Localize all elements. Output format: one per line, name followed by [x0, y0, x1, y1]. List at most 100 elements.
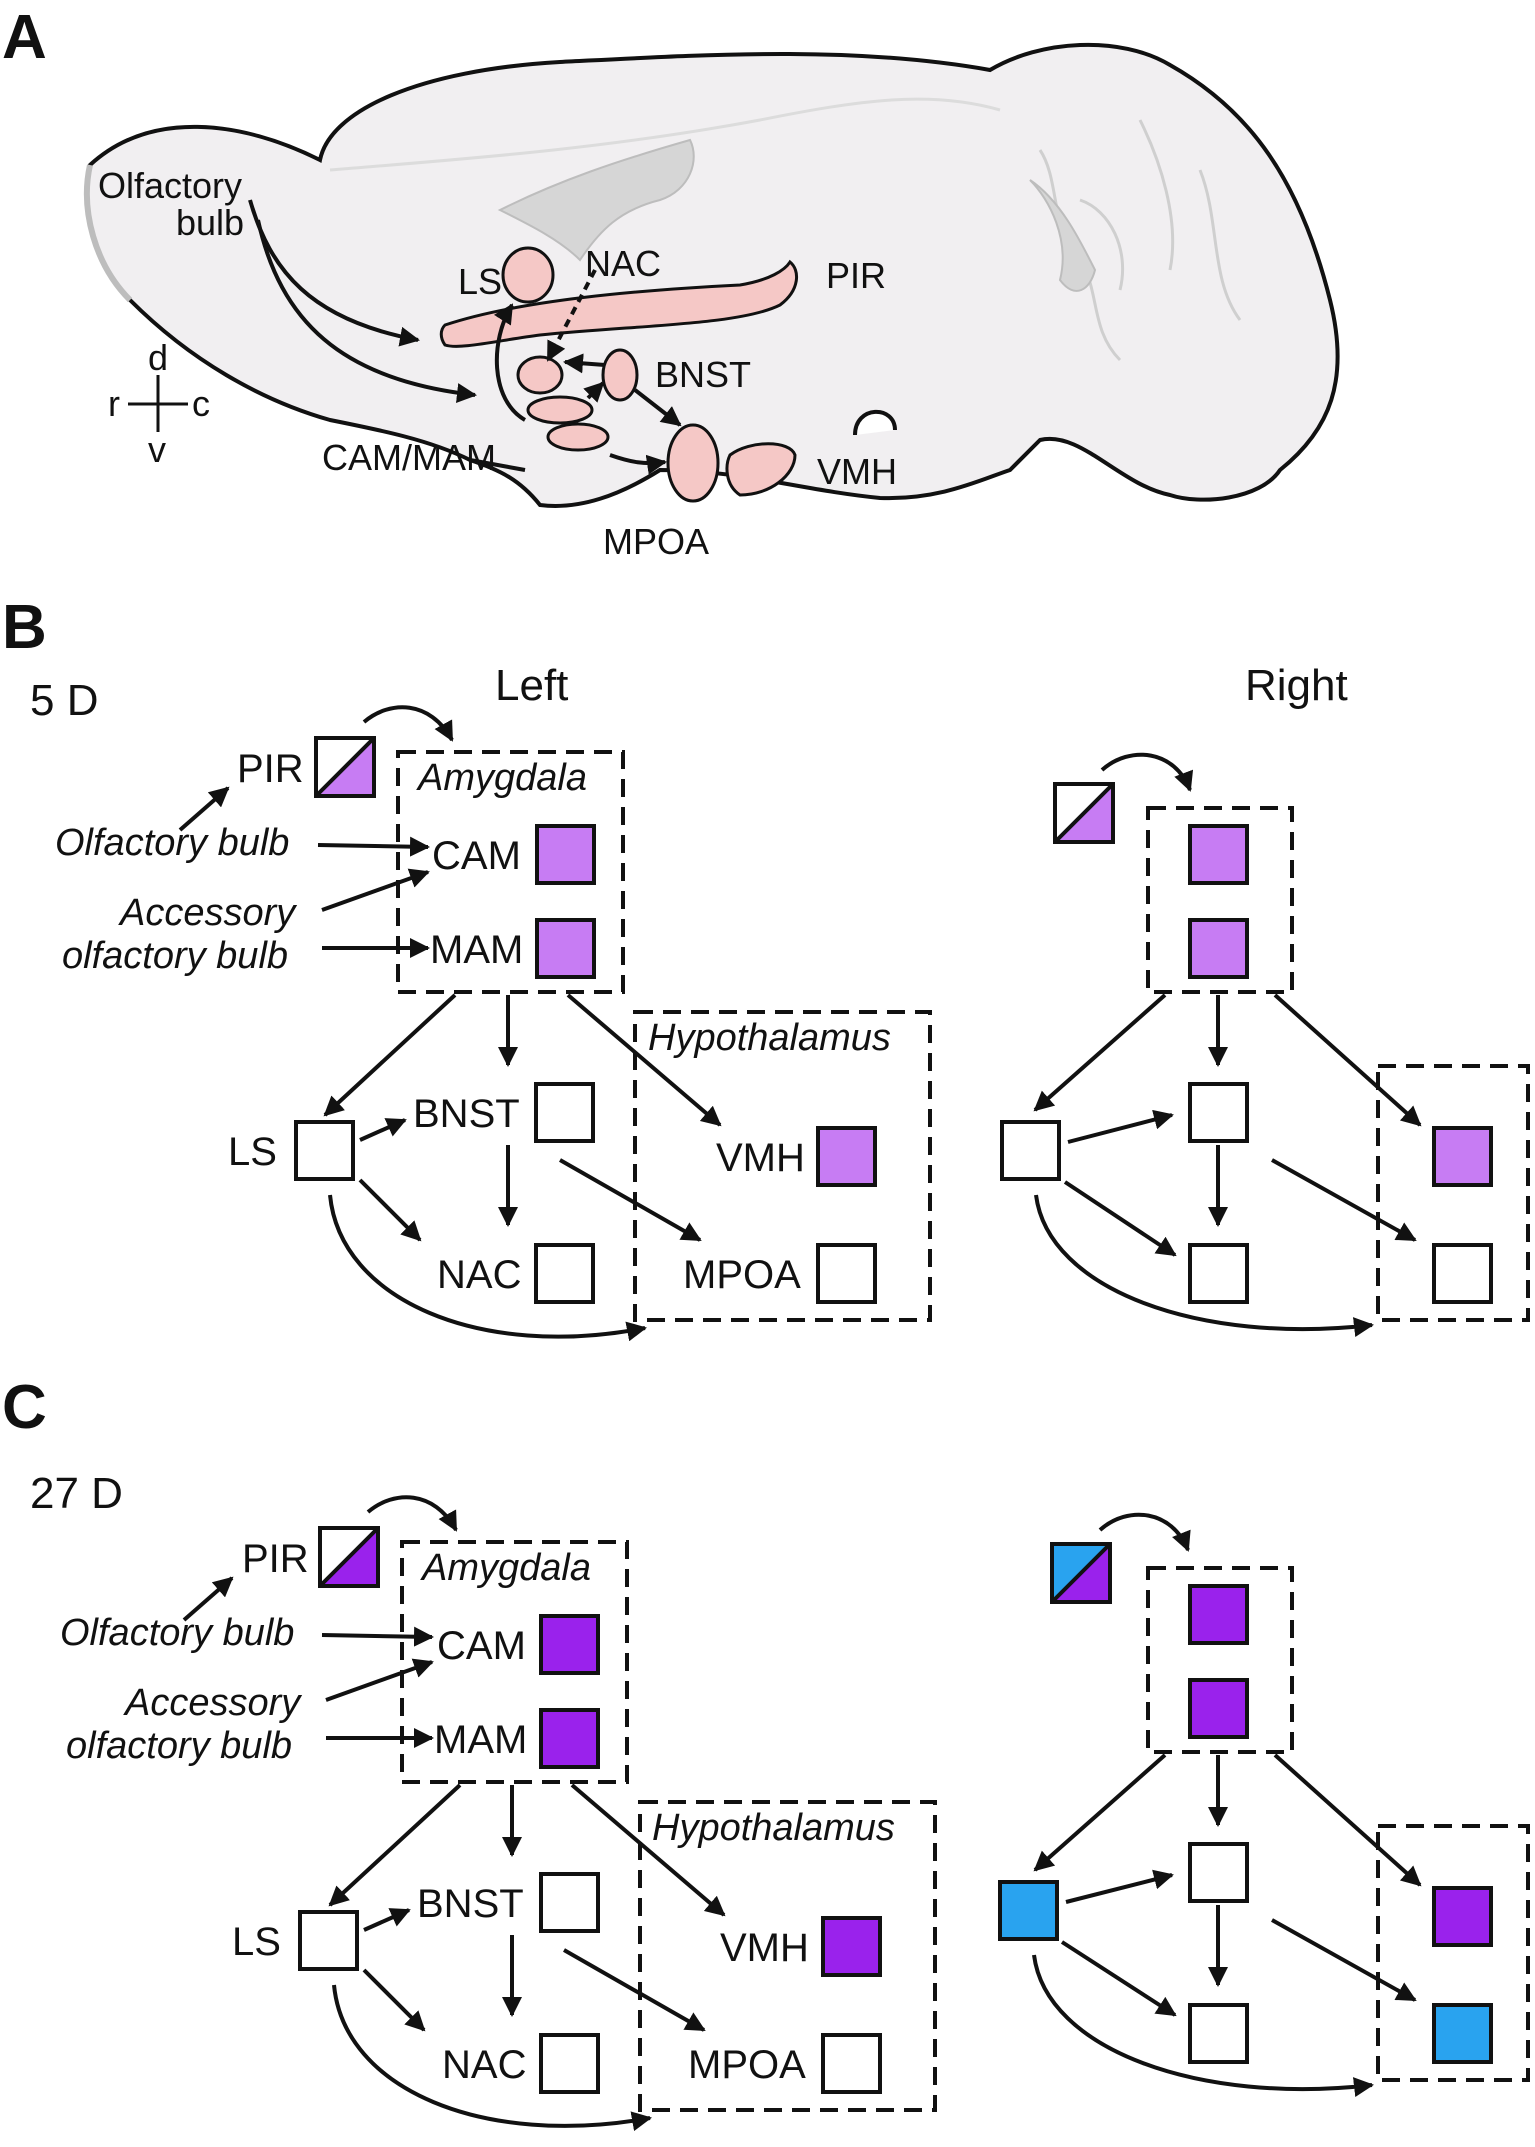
label-vmh: VMH	[817, 451, 897, 492]
node-mpoa-b-right	[1432, 1243, 1493, 1304]
node-nac-b-right	[1188, 1243, 1249, 1304]
node-cam-c-right	[1188, 1584, 1249, 1645]
label-pir-c-left: PIR	[242, 1537, 309, 1581]
region-mam	[546, 422, 610, 452]
node-cam-c-left	[539, 1614, 600, 1675]
label-pir: PIR	[826, 255, 886, 296]
node-vmh-c-left	[821, 1916, 882, 1977]
label-vmh-b-left: VMH	[716, 1136, 805, 1180]
label-ls-b-left: LS	[228, 1130, 277, 1174]
label-mpoa: MPOA	[603, 521, 709, 562]
node-nac-b-left	[534, 1243, 595, 1304]
input-accessory-1-c: Accessory	[123, 1682, 302, 1724]
brain-regions	[439, 246, 799, 503]
compass-c: c	[192, 383, 210, 424]
group-amygdala-box-c-left	[400, 1540, 629, 1784]
region-pir	[439, 259, 799, 348]
node-vmh-b-right	[1432, 1126, 1493, 1187]
label-ls-c-left: LS	[232, 1920, 281, 1964]
age-27d: 27 D	[30, 1469, 123, 1518]
group-amygdala-box-b-right	[1146, 806, 1294, 994]
brain-sagittal	[84, 42, 1340, 508]
panel-a-arrows	[248, 199, 682, 475]
input-accessory-1-b: Accessory	[118, 892, 297, 934]
label-pir-b-left: PIR	[237, 747, 304, 791]
node-mam-b-right	[1188, 918, 1249, 979]
label-mam-c-left: MAM	[434, 1718, 527, 1762]
olfactory-bulb-edge	[84, 164, 133, 303]
ventricle	[497, 138, 695, 262]
region-vmh	[725, 442, 797, 497]
label-bnst-c-left: BNST	[417, 1882, 524, 1926]
node-mpoa-c-left	[821, 2033, 882, 2094]
node-bnst-b-left	[534, 1082, 595, 1143]
label-cam-mam: CAM/MAM	[322, 437, 496, 478]
input-olfactory-bulb-c: Olfactory bulb	[60, 1612, 294, 1654]
region-bnst	[601, 348, 639, 402]
node-vmh-b-left	[816, 1126, 877, 1187]
region-ls	[501, 246, 555, 304]
input-accessory-2-b: olfactory bulb	[62, 935, 288, 977]
label-vmh-c-left: VMH	[720, 1926, 809, 1970]
group-hypothalamus-box-c-left	[638, 1800, 937, 2112]
title-left: Left	[495, 661, 568, 710]
age-5d: 5 D	[30, 676, 98, 725]
label-bnst-b-left: BNST	[413, 1092, 520, 1136]
region-nac	[516, 355, 564, 395]
label-ls: LS	[458, 261, 502, 302]
brain-outline	[85, 42, 1340, 508]
compass-r: r	[108, 383, 120, 424]
node-mam-c-right	[1188, 1678, 1249, 1739]
node-bnst-c-right	[1188, 1842, 1249, 1903]
input-accessory-2-c: olfactory bulb	[66, 1725, 292, 1767]
label-mpoa-b-left: MPOA	[683, 1253, 801, 1297]
group-hypothalamus-label-c: Hypothalamus	[652, 1807, 895, 1849]
label-bnst: BNST	[655, 354, 751, 395]
node-mpoa-c-right	[1432, 2003, 1493, 2064]
panel-a-labels: Olfactory bulb LS NAC PIR BNST CAM/MAM V…	[98, 165, 897, 562]
group-amygdala-label: Amygdala	[416, 757, 587, 799]
node-bnst-c-left	[539, 1872, 600, 1933]
region-mpoa	[666, 423, 720, 503]
group-hypothalamus-box-b-right	[1376, 1064, 1530, 1322]
node-bnst-b-right	[1188, 1082, 1249, 1143]
node-mam-b-left	[535, 918, 596, 979]
title-right: Right	[1245, 661, 1348, 710]
label-cam-c-left: CAM	[437, 1624, 526, 1668]
region-cam	[526, 395, 594, 425]
group-hypothalamus-box	[633, 1010, 932, 1322]
compass-d: d	[148, 337, 168, 378]
node-mam-c-left	[539, 1708, 600, 1769]
node-nac-c-left	[539, 2033, 600, 2094]
node-nac-c-right	[1188, 2003, 1249, 2064]
group-amygdala-label-c: Amygdala	[420, 1547, 591, 1589]
label-nac: NAC	[585, 243, 661, 284]
node-cam-b-right	[1188, 824, 1249, 885]
panel-letter-b: B	[2, 593, 47, 662]
node-ls-c-left	[298, 1910, 359, 1971]
node-ls-b-right	[1000, 1120, 1061, 1181]
panel-letter-a: A	[2, 3, 47, 72]
label-mam-b-left: MAM	[430, 928, 523, 972]
node-vmh-c-right	[1432, 1886, 1493, 1947]
label-nac-b-left: NAC	[437, 1253, 521, 1297]
group-amygdala-box-c-right	[1146, 1566, 1294, 1754]
label-nac-c-left: NAC	[442, 2043, 526, 2087]
diagram-b-left: Amygdala Hypothalamus PIR CAM MAM LS BNS…	[55, 705, 932, 1342]
node-cam-b-left	[535, 824, 596, 885]
input-olfactory-bulb-b: Olfactory bulb	[55, 822, 289, 864]
panel-letter-c: C	[2, 1373, 47, 1442]
group-hypothalamus-label: Hypothalamus	[648, 1017, 891, 1059]
label-olfactory-bulb-1: Olfactory	[98, 165, 242, 206]
cortex-boundary	[329, 97, 1001, 172]
ventricle-2	[1029, 179, 1097, 292]
diagram-b-right	[1000, 752, 1530, 1338]
group-amygdala-box	[396, 750, 625, 994]
diagram-c-left: Amygdala Hypothalamus PIR CAM MAM LS BNS…	[60, 1495, 937, 2132]
node-ls-b-left	[294, 1120, 355, 1181]
node-ls-c-right	[998, 1880, 1059, 1941]
orientation-compass: d r c v	[108, 337, 210, 470]
compass-v: v	[148, 429, 166, 470]
group-hypothalamus-box-c-right	[1376, 1824, 1530, 2082]
label-olfactory-bulb-2: bulb	[176, 202, 244, 243]
